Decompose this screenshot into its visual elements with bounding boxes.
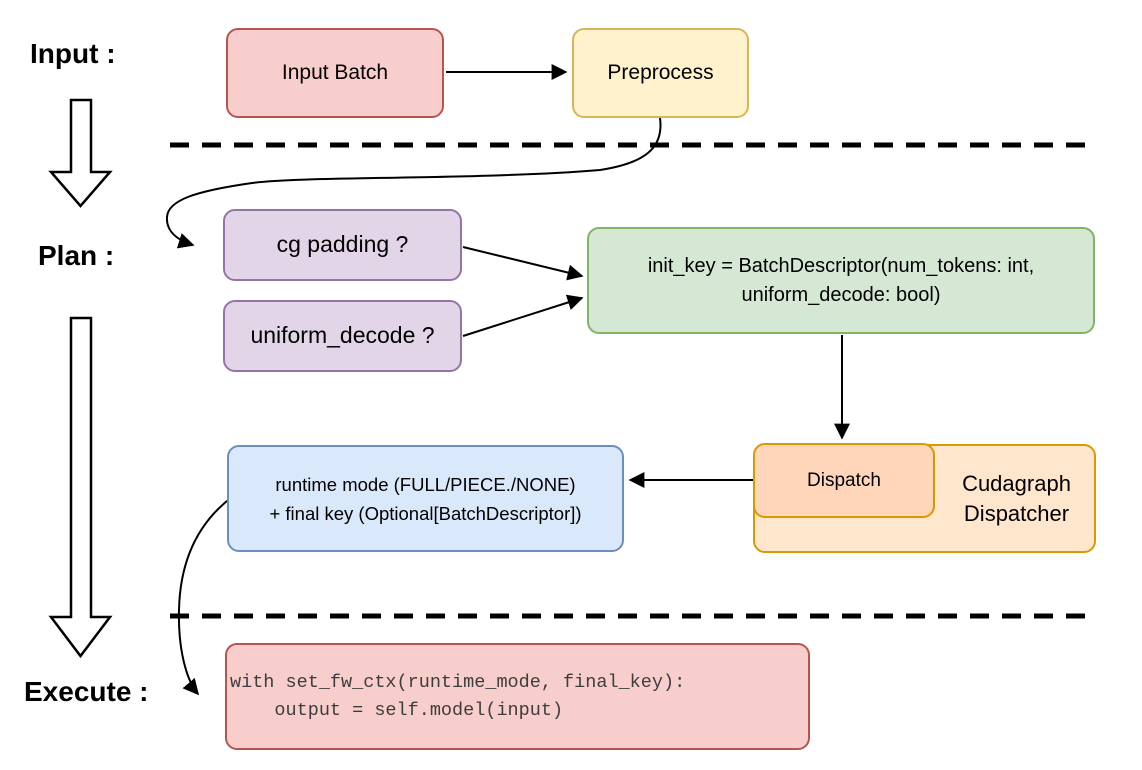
node-cg-padding: cg padding ? bbox=[223, 209, 462, 281]
node-cg-padding-label: cg padding ? bbox=[276, 231, 409, 258]
stage-arrow-plan-to-execute bbox=[48, 316, 113, 659]
node-init-key: init_key = BatchDescriptor(num_tokens: i… bbox=[587, 227, 1095, 334]
node-dispatch-label: Dispatch bbox=[807, 469, 881, 491]
node-dispatch: Dispatch bbox=[753, 443, 935, 518]
node-input-batch: Input Batch bbox=[226, 28, 444, 118]
node-preprocess: Preprocess bbox=[572, 28, 749, 118]
node-uniform-decode-label: uniform_decode ? bbox=[250, 322, 435, 349]
node-runtime-result-line2: + final key (Optional[BatchDescriptor]) bbox=[269, 502, 582, 524]
stage-label-plan: Plan : bbox=[38, 240, 115, 271]
node-runtime-result: runtime mode (FULL/PIECE./NONE) + final … bbox=[227, 445, 624, 552]
cudagraph-label-line1: Cudagraph bbox=[962, 470, 1071, 496]
arrow-cg-padding-to-init-key bbox=[462, 246, 584, 281]
node-init-key-line1: init_key = BatchDescriptor(num_tokens: i… bbox=[647, 254, 1035, 277]
arrow-uniform-decode-to-init-key bbox=[462, 294, 584, 337]
node-runtime-result-line1: runtime mode (FULL/PIECE./NONE) bbox=[275, 473, 576, 495]
node-init-key-line2: uniform_decode: bool) bbox=[741, 283, 941, 306]
arrow-runtime-result-to-execute-code bbox=[177, 496, 233, 696]
cudagraph-label-line2: Dispatcher bbox=[963, 500, 1070, 526]
stage-label-input: Input : bbox=[30, 38, 116, 69]
execute-code-line2: output = self.model(input) bbox=[230, 699, 564, 721]
node-uniform-decode: uniform_decode ? bbox=[223, 300, 462, 372]
stage-label-execute: Execute : bbox=[24, 676, 149, 707]
stage-arrow-input-to-plan bbox=[48, 98, 113, 208]
arrow-preprocess-to-cg-padding bbox=[165, 117, 662, 249]
node-input-batch-label: Input Batch bbox=[281, 60, 389, 84]
node-execute-code: with set_fw_ctx(runtime_mode, final_key)… bbox=[225, 643, 810, 750]
node-preprocess-label: Preprocess bbox=[607, 60, 714, 84]
node-cudagraph-dispatcher-label: Cudagraph Dispatcher bbox=[937, 446, 1096, 551]
execute-code-line1: with set_fw_ctx(runtime_mode, final_key)… bbox=[230, 671, 686, 693]
